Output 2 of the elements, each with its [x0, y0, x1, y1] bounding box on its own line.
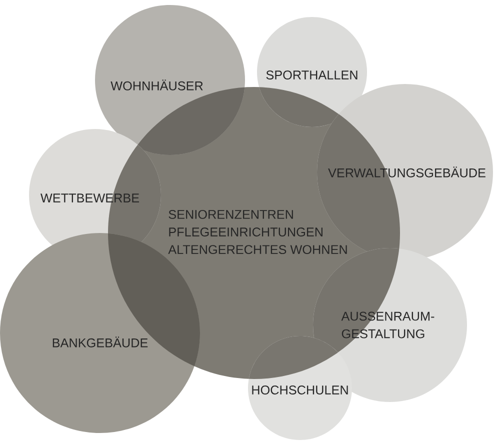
circle-node: SPORTHALLEN	[257, 17, 367, 127]
circle-node: WOHNHÄUSER	[95, 5, 245, 155]
